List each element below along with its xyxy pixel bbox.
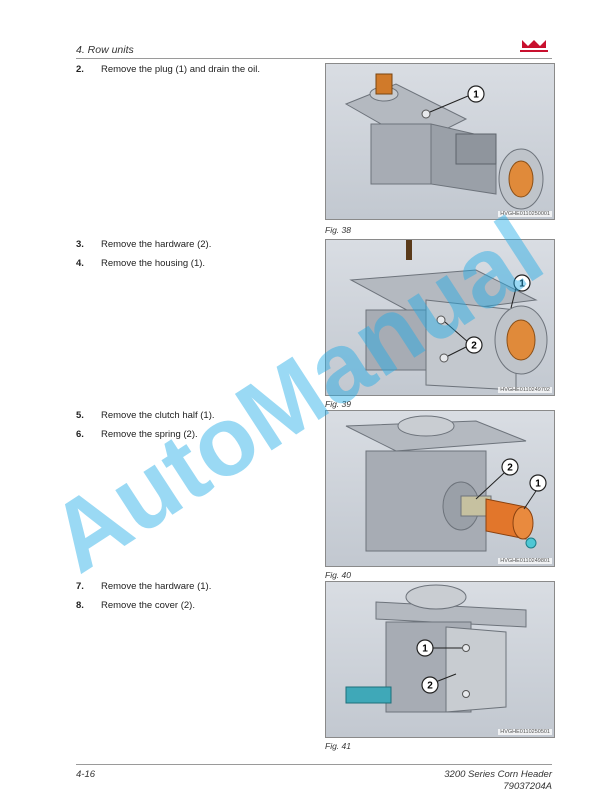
callout-label: 1 (535, 479, 541, 490)
figure-caption: Fig. 39 (325, 399, 351, 409)
step-number: 6. (76, 429, 84, 440)
step-number: 5. (76, 410, 84, 421)
callout-label: 1 (519, 279, 525, 290)
footer-info: 3200 Series Corn Header 79037204A (444, 769, 552, 793)
figure-code: HVGHE0110249801 (498, 558, 552, 564)
footer-divider (76, 764, 552, 765)
manual-title: 3200 Series Corn Header (444, 769, 552, 780)
figure-39-illustration: 2 1 HVGHE0110249702 (325, 239, 555, 396)
gearbox-plug-drawing: 1 (344, 73, 544, 210)
callout-label: 2 (507, 463, 513, 474)
figure-38-illustration: 1 HVGHE0110250001 (325, 63, 555, 220)
callout-label: 1 (422, 644, 428, 655)
step-text: Remove the spring (2). (101, 429, 198, 440)
figure-40-illustration: 2 1 HVGHE0110249801 (325, 410, 555, 567)
brand-logo (520, 40, 548, 52)
callout-label: 1 (473, 90, 479, 101)
step-number: 2. (76, 64, 84, 75)
figure-41-illustration: 1 2 HVGHE0110250501 (325, 581, 555, 738)
step-text: Remove the hardware (1). (101, 581, 212, 592)
part-number: 79037204A (503, 781, 552, 792)
step-number: 4. (76, 258, 84, 269)
section-title: 4. Row units (76, 44, 134, 56)
figure-code: HVGHE0110249702 (498, 387, 552, 393)
cover-removal-drawing: 1 2 (345, 584, 527, 713)
step-text: Remove the clutch half (1). (101, 410, 215, 421)
step-text: Remove the housing (1). (101, 258, 206, 269)
step-text: Remove the plug (1) and drain the oil. (101, 64, 260, 75)
step-number: 7. (76, 581, 84, 592)
figure-code: HVGHE0110250001 (498, 211, 552, 217)
step-number: 8. (76, 600, 84, 611)
callout-label: 2 (471, 341, 477, 352)
housing-removal-drawing: 2 1 (349, 240, 548, 391)
step-text: Remove the hardware (2). (101, 239, 212, 250)
header-divider (76, 58, 552, 59)
step-text: Remove the cover (2). (101, 600, 195, 611)
figure-caption: Fig. 40 (325, 570, 351, 580)
page-number: 4-16 (76, 769, 96, 780)
figure-code: HVGHE0110250501 (498, 729, 552, 735)
callout-label: 2 (427, 681, 433, 692)
step-number: 3. (76, 239, 84, 250)
clutch-spring-drawing: 2 1 (345, 415, 547, 552)
figure-caption: Fig. 41 (325, 741, 351, 751)
figure-caption: Fig. 38 (325, 225, 351, 235)
